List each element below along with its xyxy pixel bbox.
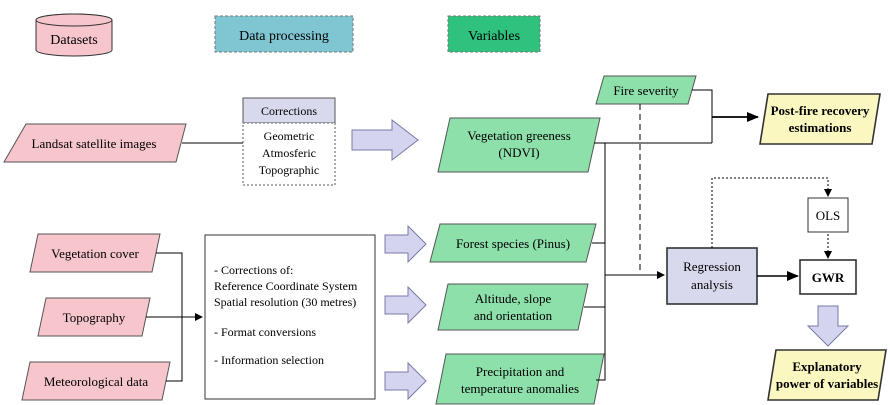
variable-forest-species: Forest species (Pinus) — [429, 223, 597, 263]
output-explanatory-line-1: Explanatory — [792, 359, 862, 374]
block-arrow-ndvi — [351, 118, 419, 162]
variable-forest-species-label: Forest species (Pinus) — [456, 236, 570, 251]
dataset-landsat: Landsat satellite images — [3, 123, 187, 163]
corrections-box: Corrections Geometric Atmosferic Topogra… — [242, 97, 336, 186]
processing-box: - Corrections of: Reference Coordinate S… — [204, 234, 376, 400]
dataset-topography: Topography — [37, 297, 151, 337]
output-explanatory: Explanatory power of variables — [767, 349, 887, 401]
legend-variables-label: Variables — [468, 29, 520, 44]
processing-line-2: Reference Coordinate System — [214, 279, 358, 293]
variable-precip-line-1: Precipitation and — [476, 364, 565, 379]
processing-line-1: - Corrections of: — [214, 263, 293, 277]
dataset-vegetation-cover: Vegetation cover — [29, 233, 161, 273]
processing-line-4: - Format conversions — [214, 325, 316, 339]
block-arrow-altitude — [384, 285, 427, 325]
connector-to-postfire — [594, 89, 759, 144]
ols-box: OLS — [807, 197, 849, 233]
variable-precipitation: Precipitation and temperature anomalies — [435, 353, 605, 405]
correction-atmosferic: Atmosferic — [262, 146, 316, 160]
output-postfire-line-2: estimations — [789, 120, 852, 135]
processing-line-5: - Information selection — [214, 353, 324, 367]
processing-line-3: Spatial resolution (30 metres) — [214, 295, 356, 309]
legend-datasets: Datasets — [35, 13, 113, 57]
connector-datasets-processing — [146, 252, 203, 382]
legend-datasets-label: Datasets — [50, 33, 97, 48]
output-explanatory-line-2: power of variables — [776, 376, 878, 391]
regression-line-2: analysis — [691, 277, 733, 292]
corrections-header: Corrections — [261, 104, 317, 118]
correction-topographic: Topographic — [259, 163, 319, 177]
dataset-meteorological: Meteorological data — [21, 361, 171, 401]
output-postfire-line-1: Post-fire recovery — [771, 103, 870, 118]
gwr-label: GWR — [812, 270, 845, 285]
variable-ndvi: Vegetation greeness (NDVI) — [437, 117, 601, 173]
block-arrow-precip — [384, 361, 427, 401]
legend-processing-label: Data processing — [239, 29, 329, 44]
block-arrow-gwr-down — [806, 305, 850, 347]
variable-ndvi-line-1: Vegetation greeness — [467, 128, 571, 143]
correction-geometric: Geometric — [264, 129, 315, 143]
legend-variables: Variables — [447, 15, 541, 53]
variable-altitude: Altitude, slope and orientation — [437, 283, 589, 331]
regression-line-1: Regression — [683, 259, 741, 274]
connector-regression-ols — [711, 177, 832, 259]
block-arrows — [351, 118, 850, 401]
variable-precip-line-2: temperature anomalies — [461, 381, 579, 396]
legend-processing: Data processing — [214, 15, 354, 53]
output-postfire: Post-fire recovery estimations — [759, 93, 881, 145]
dataset-meteorological-label: Meteorological data — [44, 374, 149, 389]
block-arrow-forest — [384, 224, 427, 264]
dataset-topography-label: Topography — [63, 310, 126, 325]
regression-box: Regression analysis — [666, 247, 758, 305]
variable-fire-severity: Fire severity — [595, 75, 697, 105]
gwr-box: GWR — [799, 259, 857, 295]
variable-ndvi-line-2: (NDVI) — [498, 145, 539, 160]
dataset-landsat-label: Landsat satellite images — [32, 136, 157, 151]
connector-variables-regression — [584, 142, 665, 381]
variable-altitude-line-2: and orientation — [474, 308, 553, 323]
variable-altitude-line-1: Altitude, slope — [475, 291, 552, 306]
dataset-vegetation-cover-label: Vegetation cover — [51, 246, 139, 261]
ols-label: OLS — [816, 208, 841, 223]
variable-fire-severity-label: Fire severity — [613, 83, 679, 98]
